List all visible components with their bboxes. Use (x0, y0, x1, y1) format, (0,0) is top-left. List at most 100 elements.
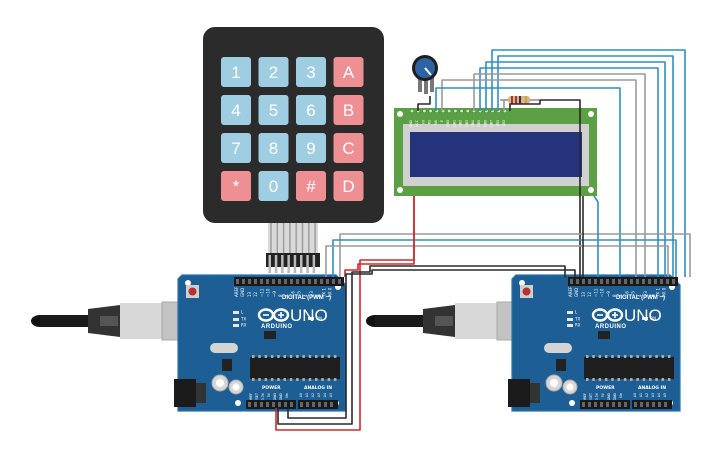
header-pin[interactable] (332, 279, 335, 284)
header-pin[interactable] (338, 279, 341, 284)
header-pin[interactable] (640, 402, 643, 407)
lcd-pin[interactable] (447, 108, 452, 114)
header-pin[interactable] (612, 402, 615, 407)
potentiometer[interactable] (412, 55, 438, 94)
keypad-key-4[interactable]: 4 (221, 95, 251, 125)
header-pin[interactable] (606, 279, 609, 284)
header-pin[interactable] (284, 402, 287, 407)
keypad-key-1[interactable]: 1 (221, 57, 251, 87)
header-pin[interactable] (582, 279, 585, 284)
header-pin[interactable] (272, 402, 275, 407)
keypad-key-A[interactable]: A (333, 57, 364, 87)
keypad-key-0[interactable]: 0 (258, 171, 289, 201)
header-pin[interactable] (634, 402, 637, 407)
header-pin[interactable] (576, 279, 579, 284)
header-pin[interactable] (594, 279, 597, 284)
header-pin[interactable] (582, 402, 585, 407)
header-pin[interactable] (290, 279, 293, 284)
header-pin[interactable] (654, 279, 657, 284)
header-pin[interactable] (314, 279, 317, 284)
header-pin[interactable] (302, 279, 305, 284)
pin-label-digital: RX 0 (328, 287, 333, 297)
header-pin[interactable] (606, 402, 609, 407)
header-pin[interactable] (588, 279, 591, 284)
header-pin[interactable] (594, 402, 597, 407)
keypad-key-hash[interactable]: # (296, 171, 326, 201)
lcd-pin[interactable] (428, 108, 433, 114)
header-pin[interactable] (618, 279, 621, 284)
header-pin[interactable] (648, 279, 651, 284)
header-pin[interactable] (266, 402, 269, 407)
header-pin[interactable] (272, 279, 275, 284)
lcd-pin-label: V0 (421, 120, 425, 124)
header-pin[interactable] (588, 402, 591, 407)
header-pin[interactable] (652, 402, 655, 407)
header-pin[interactable] (266, 279, 269, 284)
keypad-key-5[interactable]: 5 (258, 95, 289, 125)
header-pin[interactable] (600, 402, 603, 407)
header-pin[interactable] (326, 279, 329, 284)
header-pin[interactable] (600, 279, 603, 284)
header-pin[interactable] (636, 279, 639, 284)
keypad-key-C[interactable]: C (333, 133, 364, 163)
atmega-chip (584, 357, 674, 379)
header-pin[interactable] (570, 279, 573, 284)
header-pin[interactable] (618, 402, 621, 407)
header-pin[interactable] (324, 402, 327, 407)
keypad-key-6[interactable]: 6 (296, 95, 326, 125)
header-pin[interactable] (260, 279, 263, 284)
header-pin[interactable] (664, 402, 667, 407)
header-pin[interactable] (290, 402, 293, 407)
keypad-key-star[interactable]: * (221, 171, 251, 201)
header-pin[interactable] (306, 402, 309, 407)
header-pin[interactable] (642, 279, 645, 284)
header-pin[interactable] (300, 402, 303, 407)
header-pin[interactable] (248, 279, 251, 284)
header-pin[interactable] (296, 279, 299, 284)
keypad-key-B[interactable]: B (333, 95, 364, 125)
reset-button[interactable] (522, 287, 531, 296)
reset-button[interactable] (188, 287, 197, 296)
lcd-pin[interactable] (422, 108, 427, 114)
keypad-key-8[interactable]: 8 (258, 133, 289, 163)
header-pin[interactable] (612, 279, 615, 284)
header-pin[interactable] (278, 279, 281, 284)
header-pin[interactable] (646, 402, 649, 407)
header-pin[interactable] (242, 279, 245, 284)
header-pin[interactable] (254, 402, 257, 407)
lcd-pin[interactable] (453, 108, 458, 114)
header-pin[interactable] (630, 279, 633, 284)
header-pin[interactable] (624, 279, 627, 284)
lcd-pin[interactable] (459, 108, 464, 114)
header-pin[interactable] (624, 402, 627, 407)
header-pin[interactable] (254, 279, 257, 284)
lcd-pin[interactable] (409, 108, 415, 114)
pin-label-power: Vin (285, 393, 289, 398)
header-pin[interactable] (260, 402, 263, 407)
lcd-pin[interactable] (465, 108, 470, 114)
keypad-key-9[interactable]: 9 (296, 133, 326, 163)
header-pin[interactable] (320, 279, 323, 284)
header-pin[interactable] (672, 279, 675, 284)
header-pin[interactable] (308, 279, 311, 284)
keypad-key-D[interactable]: D (333, 171, 364, 201)
header-pin[interactable] (660, 279, 663, 284)
header-pin[interactable] (284, 279, 287, 284)
header-pin[interactable] (236, 279, 239, 284)
header-pin[interactable] (248, 402, 251, 407)
header-pin[interactable] (278, 402, 281, 407)
keypad-key-7[interactable]: 7 (221, 133, 251, 163)
header-pin[interactable] (330, 402, 333, 407)
header-pin[interactable] (666, 279, 669, 284)
header-pin[interactable] (318, 402, 321, 407)
wires (275, 49, 691, 431)
header-pin[interactable] (312, 402, 315, 407)
header-pin[interactable] (658, 402, 661, 407)
keypad-key-2[interactable]: 2 (258, 57, 289, 87)
chip-pin (302, 355, 305, 358)
keypad-key-3[interactable]: 3 (296, 57, 326, 87)
